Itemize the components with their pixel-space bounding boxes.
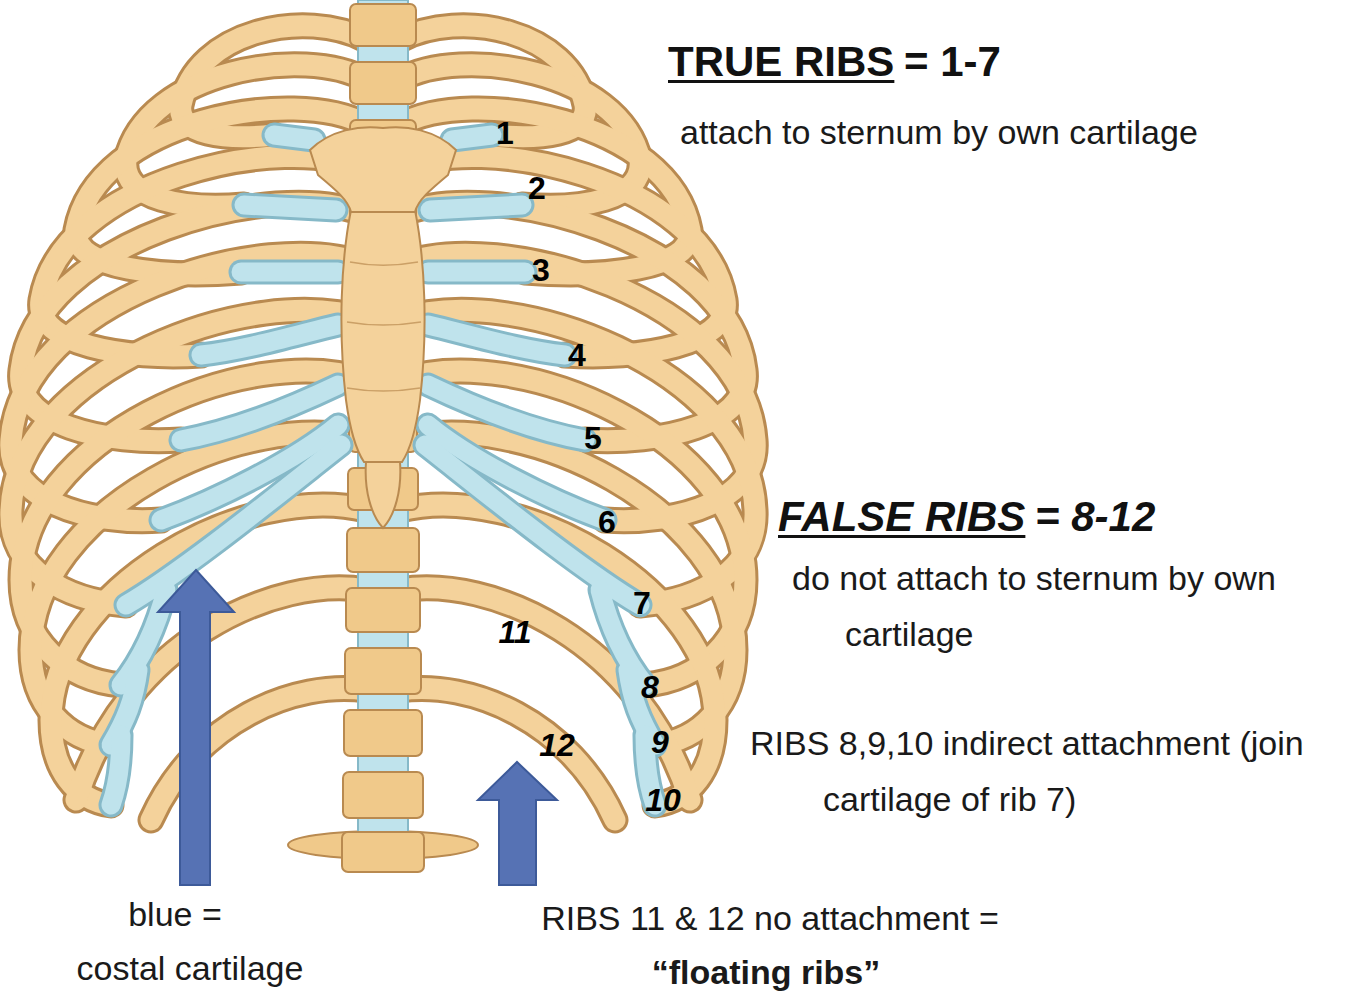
description-note: attach to sternum by own cartilage: [680, 104, 1198, 160]
pointer-arrow: [158, 570, 234, 885]
costal-cartilage-right: [425, 135, 655, 805]
description-note: RIBS 11 & 12 no attachment =: [541, 890, 999, 946]
callout-number: 9: [651, 724, 669, 760]
sternum: [310, 127, 456, 528]
callout-number: 1: [496, 115, 514, 151]
legend-note: blue =: [128, 886, 222, 942]
section-range: = 8-12: [1035, 492, 1155, 542]
callout-number: 8: [641, 669, 659, 705]
costal-cartilage-left: [111, 135, 341, 805]
section-heading: TRUE RIBS: [668, 37, 894, 87]
callout-number: 5: [584, 420, 602, 456]
callout-number: 10: [645, 782, 681, 818]
callout-number: 11: [498, 614, 531, 650]
section-heading: FALSE RIBS: [778, 492, 1025, 542]
callout-number: 4: [568, 337, 586, 373]
callout-number: 6: [598, 504, 616, 540]
callout-number: 12: [539, 727, 575, 763]
description-note: RIBS 8,9,10 indirect attachment (join ca…: [750, 715, 1350, 827]
pointer-arrow: [478, 762, 557, 885]
section-range: = 1-7: [904, 37, 1001, 87]
callout-number: 2: [528, 170, 546, 206]
callout-number: 3: [532, 252, 550, 288]
term-label: “floating ribs”: [652, 944, 881, 1000]
description-note: do not attach to sternum by own cartilag…: [792, 550, 1292, 662]
callout-number: 7: [633, 585, 651, 621]
legend-note: costal cartilage: [77, 940, 304, 996]
